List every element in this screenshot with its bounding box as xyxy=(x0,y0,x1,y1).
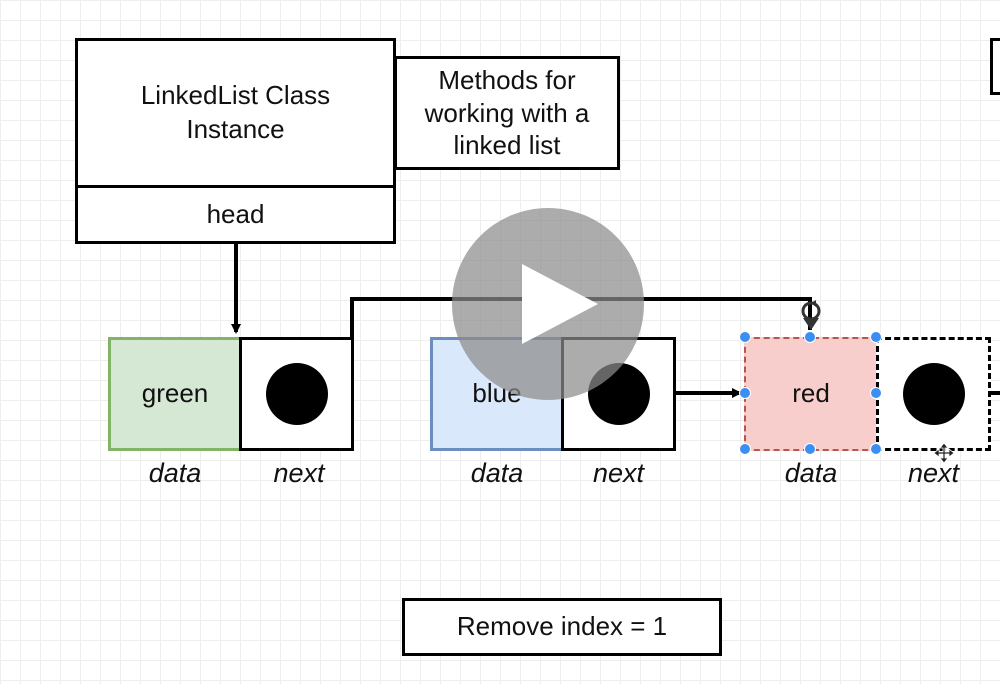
resize-handle[interactable] xyxy=(804,331,816,343)
node-green-data-label: data xyxy=(148,458,202,488)
linkedlist-class-box[interactable]: LinkedList Class Instance xyxy=(75,38,396,188)
node-red-next[interactable] xyxy=(876,337,991,451)
remove-index-caption[interactable]: Remove index = 1 xyxy=(402,598,722,656)
pointer-dot xyxy=(902,363,965,425)
offscreen-box[interactable] xyxy=(990,38,1000,95)
node-blue-data-label: data xyxy=(470,458,524,488)
node-green-next-label: next xyxy=(273,458,325,488)
rotate-handle-icon[interactable] xyxy=(798,300,824,330)
methods-box[interactable]: Methods for working with a linked list xyxy=(394,56,620,170)
play-button[interactable] xyxy=(452,208,644,400)
node-blue-next-label: next xyxy=(592,458,645,488)
resize-handle[interactable] xyxy=(870,443,882,455)
class-title: LinkedList Class Instance xyxy=(140,80,331,144)
resize-handle[interactable] xyxy=(739,331,751,343)
node-green-next[interactable] xyxy=(239,337,354,451)
resize-handle[interactable] xyxy=(804,443,816,455)
caption-text: Remove index = 1 xyxy=(456,611,668,642)
node-red-data[interactable]: red xyxy=(744,337,878,451)
resize-handle[interactable] xyxy=(739,387,751,399)
move-cursor-icon xyxy=(933,442,955,464)
node-red-data-label: data xyxy=(784,458,838,488)
play-icon xyxy=(522,264,598,344)
resize-handle[interactable] xyxy=(739,443,751,455)
node-red-next-label: next xyxy=(907,458,960,488)
pointer-dot xyxy=(265,363,328,425)
head-label: head xyxy=(206,198,265,229)
node-red-value: red xyxy=(792,378,830,409)
node-green-value: green xyxy=(141,378,209,409)
methods-text: Methods for working with a linked list xyxy=(424,65,590,161)
resize-handle[interactable] xyxy=(870,387,882,399)
node-green-data[interactable]: green xyxy=(108,337,242,451)
resize-handle[interactable] xyxy=(870,331,882,343)
head-field[interactable]: head xyxy=(75,185,396,244)
